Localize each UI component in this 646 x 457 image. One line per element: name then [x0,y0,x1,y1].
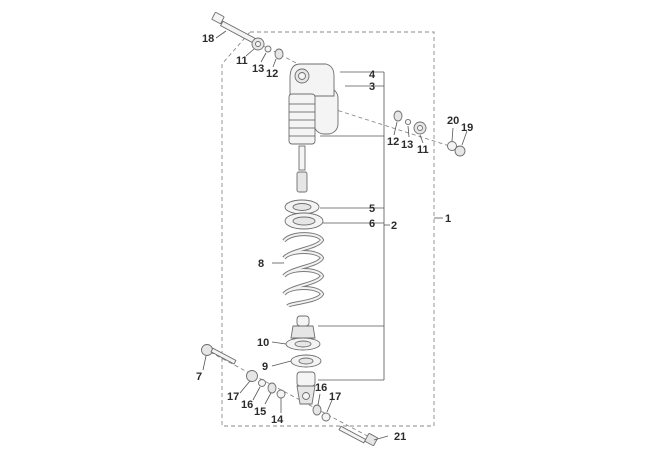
callout-10: 10 [257,337,269,349]
callout-19: 19 [461,122,473,134]
callout-20: 20 [447,115,459,127]
callout-5: 5 [369,203,375,215]
piston-rod [298,145,306,171]
rod-thread [296,171,308,193]
callout-12-right: 12 [387,136,399,148]
lower-left-spacer [267,382,277,394]
shock-top-mount [289,63,335,97]
callout-12-top: 12 [266,68,278,80]
lower-left-washer [258,379,266,387]
coil-spring [282,232,325,308]
callout-6: 6 [369,218,375,230]
callout-11-right: 11 [417,144,429,156]
callout-13-right: 13 [401,139,413,151]
callout-11-top: 11 [236,55,248,67]
callout-21: 21 [394,431,406,443]
callout-labels: 1 2 3 4 5 6 7 8 9 10 11 11 12 12 13 13 1… [196,33,473,443]
top-left-spacer [274,48,284,60]
lower-left-nut [246,370,258,382]
callout-3: 3 [369,81,375,93]
lower-right-bolt [338,425,378,446]
right-cap [447,141,457,151]
callout-14: 14 [271,414,284,426]
shock-body [288,93,316,145]
callout-17-right: 17 [329,391,341,403]
callout-2: 2 [391,220,397,232]
right-spacer [393,110,403,122]
callout-18: 18 [202,33,214,45]
callout-7: 7 [196,371,202,383]
callout-16-left: 16 [241,399,253,411]
top-left-washer [264,45,272,53]
lower-right-washer [321,412,331,422]
callout-8: 8 [258,258,264,270]
callout-9: 9 [262,361,268,373]
lock-ring [284,212,324,230]
top-bolt [211,12,258,45]
lower-spring-seat [285,337,321,351]
lower-right-spacer [312,404,322,416]
right-cap-nut [454,145,466,157]
callout-16-right: 16 [315,382,327,394]
callout-4: 4 [369,69,376,81]
bump-stop [290,315,316,339]
leader-lines [202,30,468,441]
spring-adjuster-ring [284,199,320,215]
callout-1: 1 [445,213,451,225]
right-washer [404,118,412,126]
callout-brackets [318,71,443,381]
callout-17-left: 17 [227,391,239,403]
lower-left-bolt [201,344,237,365]
callout-13-top: 13 [252,63,264,75]
lower-collar [290,354,322,368]
callout-15: 15 [254,406,266,418]
shock-lower-eye [296,371,316,405]
lower-bearing [276,389,286,399]
